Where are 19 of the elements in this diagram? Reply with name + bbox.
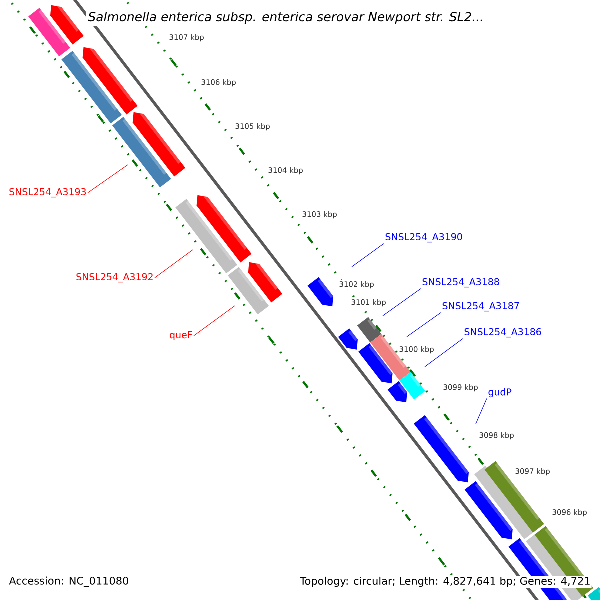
leader-line [352, 244, 384, 268]
leader-line [88, 164, 128, 194]
gene-label: SNSL254_A3192 [76, 273, 153, 283]
leader-line [382, 288, 422, 316]
leader-line [476, 398, 488, 424]
gene-label: SNSL254_A3187 [442, 302, 520, 312]
gene-label: gudP [488, 388, 512, 398]
gene-label: SNSL254_A3193 [10, 188, 86, 198]
leader-line [194, 306, 236, 336]
leader-line [424, 338, 464, 368]
leader-line [406, 312, 442, 338]
leader-line [154, 250, 194, 278]
gene-label: SNSL254_A3190 [386, 233, 462, 243]
summary-text: Topology: circular; Length: 4,827,641 bp; Genes: 4,721 [299, 576, 592, 588]
title: Salmonella enterica subsp. enterica serovar Newport str. SL2... [86, 10, 486, 26]
gene-label: queF [170, 332, 192, 340]
gene-label: SNSL254_A3186 [464, 328, 542, 338]
accession-text: Accession: NC_011080 [9, 576, 128, 588]
gene-label: SNSL254_A3188 [422, 278, 500, 288]
